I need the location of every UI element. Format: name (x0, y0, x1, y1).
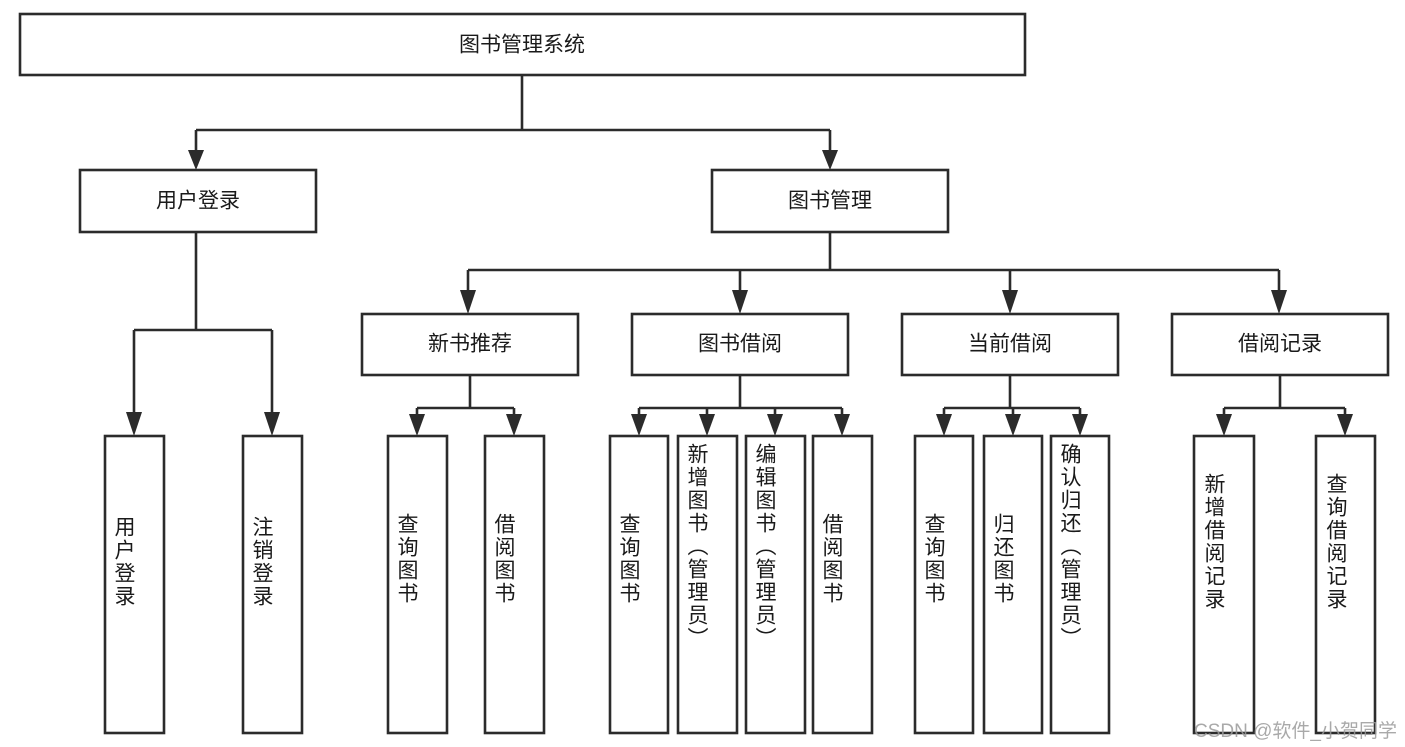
node-book-management-box[interactable] (710, 168, 950, 234)
leaf-box-borrow-book-nbr[interactable] (483, 434, 546, 735)
leaf-box-query-book-bb[interactable] (608, 434, 670, 735)
node-new-book-recommend-box[interactable] (360, 312, 580, 377)
node-book-management-label: 图书管理 (788, 190, 872, 213)
leaf-box-add-book-admin[interactable] (676, 434, 739, 735)
node-new-book-recommend[interactable]: 新书推荐 (360, 312, 580, 377)
leaf-box-return-book[interactable] (982, 434, 1044, 735)
arrow-to-leaf-logout (264, 412, 280, 436)
node-current-borrow-box[interactable] (900, 312, 1120, 377)
leaf-box-confirm-return-admin[interactable] (1049, 434, 1111, 735)
arrow-nbr-leaf-1 (409, 414, 425, 436)
arrow-nbr-leaf-2 (506, 414, 522, 436)
leaf-box-user-login[interactable] (103, 434, 166, 735)
node-book-borrow[interactable]: 图书借阅 (630, 312, 850, 377)
leaf-box-borrow-book-bb[interactable] (811, 434, 874, 735)
arrow-bb-leaf-3 (767, 414, 783, 436)
arrow-to-new-book-rec (460, 290, 476, 314)
arrow-bb-leaf-2 (699, 414, 715, 436)
node-current-borrow-label: 当前借阅 (968, 333, 1052, 356)
node-user-login[interactable]: 用户登录 (78, 168, 318, 234)
leaf-box-query-book-nbr[interactable] (386, 434, 449, 735)
node-book-borrow-label: 图书借阅 (698, 333, 782, 356)
node-root[interactable]: 图书管理系统 (18, 12, 1027, 77)
node-user-login-box[interactable] (78, 168, 318, 234)
arrow-to-leaf-user-login (126, 412, 142, 436)
leaf-box-query-book-cb[interactable] (913, 434, 975, 735)
node-borrow-record-label: 借阅记录 (1238, 333, 1322, 356)
node-current-borrow[interactable]: 当前借阅 (900, 312, 1120, 377)
leaf-box-edit-book-admin[interactable] (744, 434, 807, 735)
arrow-cb-leaf-2 (1005, 414, 1021, 436)
leaf-box-logout[interactable] (241, 434, 304, 735)
arrow-bb-leaf-4 (834, 414, 850, 436)
leaf-box-query-borrow-record[interactable] (1314, 434, 1377, 735)
arrow-br-leaf-1 (1216, 414, 1232, 436)
connector-group (126, 75, 1353, 436)
arrow-br-leaf-2 (1337, 414, 1353, 436)
node-root-label: 图书管理系统 (459, 34, 585, 57)
leaf-node-group (103, 434, 1377, 735)
arrow-cb-leaf-3 (1072, 414, 1088, 436)
csdn-watermark: CSDN @软件_小贺同学 (1194, 721, 1397, 742)
arrow-to-book-borrow (732, 290, 748, 314)
arrow-root-to-book-mgmt (822, 150, 838, 170)
node-borrow-record[interactable]: 借阅记录 (1170, 312, 1390, 377)
arrow-to-borrow-record (1271, 290, 1287, 314)
arrow-root-to-user-login (188, 150, 204, 170)
node-borrow-record-box[interactable] (1170, 312, 1390, 377)
arrow-to-current-borrow (1002, 290, 1018, 314)
leaf-box-add-borrow-record[interactable] (1192, 434, 1256, 735)
node-root-box[interactable] (18, 12, 1027, 77)
node-book-management[interactable]: 图书管理 (710, 168, 950, 234)
arrow-cb-leaf-1 (936, 414, 952, 436)
node-book-borrow-box[interactable] (630, 312, 850, 377)
node-new-book-recommend-label: 新书推荐 (428, 333, 512, 356)
node-user-login-label: 用户登录 (156, 190, 240, 213)
arrow-bb-leaf-1 (631, 414, 647, 436)
